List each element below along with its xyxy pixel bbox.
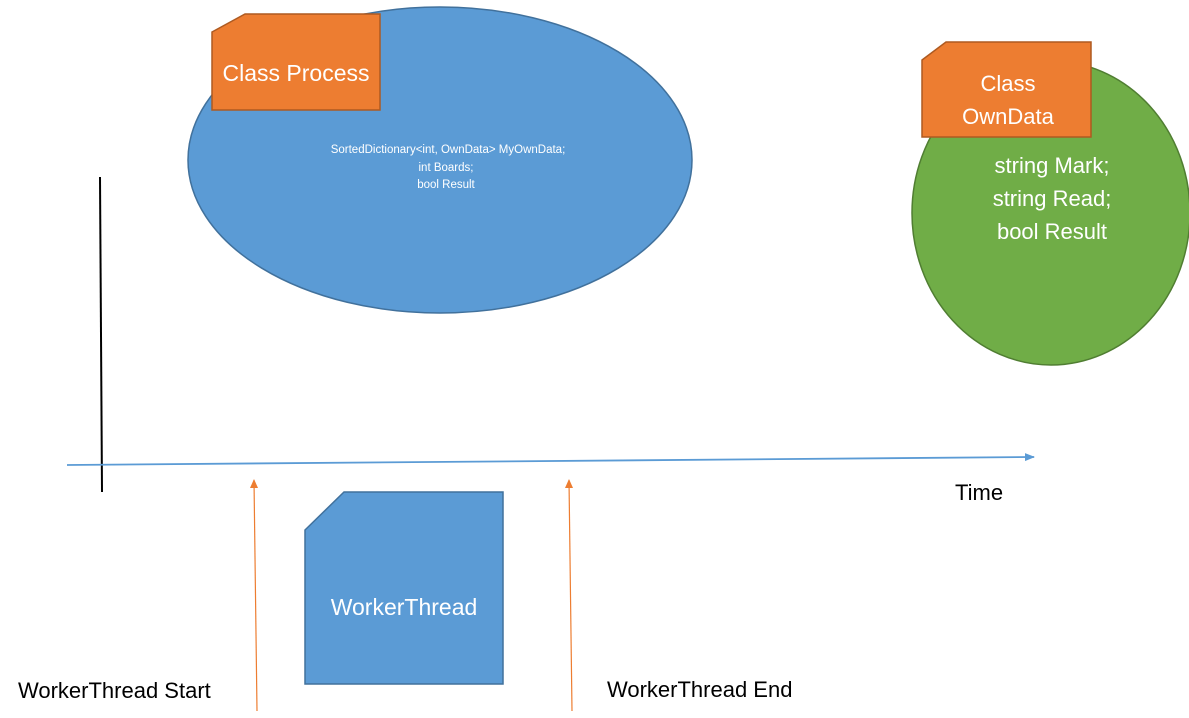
- owndata-tag: [921, 41, 1092, 138]
- process-member-3: bool Result: [417, 179, 475, 191]
- vertical-axis: [99, 176, 103, 493]
- owndata-member-1: string Mark;: [995, 153, 1110, 178]
- owndata-tag-line-1: Class: [980, 71, 1035, 96]
- process-tag: [211, 13, 381, 111]
- time-axis-label: Time: [955, 480, 1003, 505]
- process-member-2: int Boards;: [419, 162, 474, 174]
- owndata-member-2: string Read;: [993, 186, 1112, 211]
- owndata-member-3: bool Result: [997, 219, 1107, 244]
- worker-thread-label: WorkerThread: [331, 594, 478, 620]
- worker-start-arrow: [250, 479, 258, 712]
- worker-thread-box: [304, 491, 504, 685]
- worker-end-label: WorkerThread End: [607, 677, 792, 702]
- process-member-1: SortedDictionary<int, OwnData> MyOwnData…: [331, 144, 566, 156]
- owndata-tag-line-2: OwnData: [962, 104, 1054, 129]
- worker-start-label: WorkerThread Start: [18, 678, 211, 703]
- process-tag-label: Class Process: [223, 60, 370, 86]
- worker-end-arrow: [565, 479, 573, 712]
- time-axis-arrow: [66, 453, 1035, 466]
